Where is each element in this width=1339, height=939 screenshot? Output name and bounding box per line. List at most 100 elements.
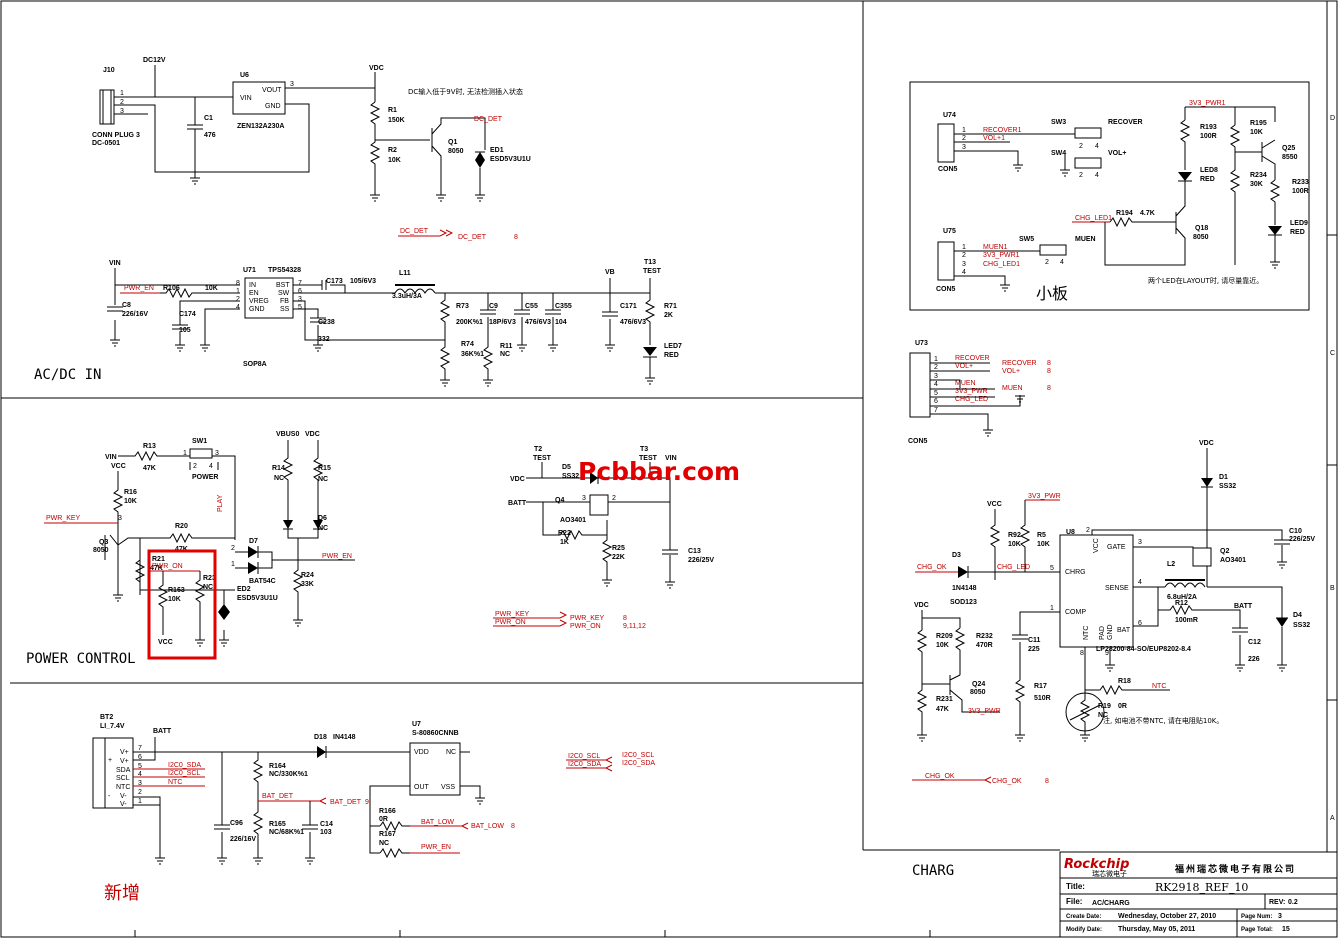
label-charg-chgok3: CHG_OK: [992, 778, 1022, 785]
label-title-block-pagetotal-label: Page Total:: [1241, 927, 1273, 933]
label-small-sw3: SW3: [1051, 119, 1066, 126]
label-acdc-r106v: 10K: [205, 285, 218, 292]
label-charg-c10v: 226/25V: [1289, 536, 1315, 543]
svg-text:3: 3: [934, 373, 938, 380]
label-charg-r18: R18: [1118, 678, 1131, 685]
svg-text:1: 1: [962, 127, 966, 134]
label-bat-batlow2: BAT_LOW: [471, 823, 504, 830]
label-small-v3pwr: 3V3_PWR1: [1189, 100, 1226, 107]
label-charg-q2: Q2: [1220, 548, 1229, 555]
label-acdc-conn: CONN PLUG 3: [92, 132, 140, 139]
label-bat-u7: U7: [412, 721, 421, 728]
svg-text:3: 3: [215, 450, 219, 457]
label-small-r193v: 100R: [1200, 133, 1217, 140]
label-bat-r166: R166: [379, 808, 396, 815]
label-acdc-c173: C173: [326, 278, 343, 285]
svg-text:5: 5: [1050, 565, 1054, 572]
label-power-q3: Q3: [99, 539, 108, 546]
label-power-pg8: 8: [623, 615, 627, 622]
label-acdc-c55v: 476/6V3: [525, 319, 551, 326]
label-charg-ntc: NTC: [1083, 626, 1090, 640]
led-note: 两个LED在LAYOUT时, 请尽量靠近。: [1148, 276, 1263, 285]
label-power-r25: R25: [612, 545, 625, 552]
svg-text:3: 3: [118, 515, 122, 522]
label-acdc-p-bst: BST: [276, 282, 290, 289]
svg-text:2: 2: [193, 463, 197, 470]
label-acdc-t13: T13: [644, 259, 656, 266]
label-small-u74: U74: [943, 112, 956, 119]
label-acdc-c174v: 105: [179, 327, 191, 334]
label-bat-d18: D18: [314, 734, 327, 741]
label-power-pwrkey3: PWR_KEY: [570, 615, 605, 622]
label-acdc-vdc: VDC: [369, 65, 384, 72]
label-small-r233: R233: [1292, 179, 1309, 186]
label-small-con5: CON5: [938, 166, 958, 173]
ntc-note: 注, 如电池不带NTC, 请在电阻贴10K。: [1103, 716, 1223, 725]
label-power-nc: NC: [203, 584, 213, 591]
label-acdc-l11v: 3.3uH/3A: [392, 293, 422, 300]
title-block: Rockchip 瑞芯微电子 福州瑞芯微电子有限公司 Title: RK2918…: [1059, 851, 1338, 938]
label-acdc-r71: R71: [664, 303, 677, 310]
d6-nc: NC: [318, 525, 328, 532]
label-power-r23: R23: [203, 575, 216, 582]
label-bat-batdet: BAT_DET: [262, 793, 294, 800]
label-charg-d3: D3: [952, 552, 961, 559]
label-power-r24v: 33K: [301, 581, 314, 588]
label-title-block-pagenum-label: Page Num:: [1241, 914, 1272, 920]
label-charg-recover2: RECOVER: [1002, 360, 1037, 367]
u73-connector: [909, 352, 931, 418]
svg-text:4: 4: [1095, 143, 1099, 150]
svg-text:8: 8: [236, 280, 240, 287]
label-charg-lp: LP28200-84-SO/EUP8202-8.4: [1096, 646, 1191, 653]
label-small-led9: LED9: [1290, 220, 1308, 227]
label-acdc-c355v: 104: [555, 319, 567, 326]
rockchip-logo: Rockchip: [1064, 857, 1129, 872]
label-bat-c96v: 226/16V: [230, 836, 256, 843]
u74-connector: [937, 123, 955, 163]
label-acdc-p-ss: SS: [280, 306, 290, 313]
svg-text:6: 6: [138, 754, 142, 761]
svg-text:2: 2: [231, 545, 235, 552]
svg-text:3: 3: [962, 144, 966, 151]
label-acdc-test: TEST: [643, 268, 662, 275]
svg-text:3: 3: [962, 261, 966, 268]
label-charg-ss32: SS32: [1219, 483, 1236, 490]
label-charg-r5: R5: [1037, 532, 1046, 539]
label-small-q25: Q25: [1282, 145, 1295, 152]
label-acdc-r2: R2: [388, 147, 397, 154]
svg-text:6: 6: [934, 398, 938, 405]
label-bat-r166v: 0R: [379, 816, 388, 823]
u71-buck-ic: [244, 277, 294, 319]
label-bat-vss: VSS: [441, 784, 455, 791]
label-bat-nc: NC: [446, 749, 456, 756]
svg-text:C: C: [1330, 350, 1335, 357]
svg-text:4: 4: [138, 771, 142, 778]
label-bat-pg8: 8: [511, 823, 515, 830]
label-acdc-c171v: 476/6V3: [620, 319, 646, 326]
label-bat-r165v: NC/68K%1: [269, 829, 304, 836]
label-charg-v3pwr3: 3V3_PWR: [968, 708, 1001, 715]
label-charg-c11v: 225: [1028, 646, 1040, 653]
label-charg-gnd: GND: [1107, 624, 1114, 640]
label-charg-r231v: 47K: [936, 706, 949, 713]
label-acdc-ed1: ED1: [490, 147, 504, 154]
svg-text:3: 3: [582, 495, 586, 502]
label-bat-i2c0sda: I2C0_SDA: [168, 762, 201, 769]
label-charg-pg8c: 8: [1047, 385, 1051, 392]
label-charg-v3pwr2: 3V3_PWR: [1028, 493, 1061, 500]
svg-text:5: 5: [298, 304, 302, 311]
label-charg-r17v: 510R: [1034, 695, 1051, 702]
label-acdc-c238v: 332: [318, 336, 330, 343]
label-charg-muen: MUEN: [955, 380, 976, 387]
label-power-r22v: 1K: [560, 539, 569, 546]
label-bat-vdd: VDD: [414, 749, 429, 756]
label-acdc-c173v: 105/6V3: [350, 278, 376, 285]
label-charg-chrg: CHRG: [1065, 569, 1086, 576]
label-charg-c10: C10: [1289, 528, 1302, 535]
label-power-pwrkey2: PWR_KEY: [495, 611, 530, 618]
svg-text:4: 4: [1138, 579, 1142, 586]
label-acdc-c1v: 476: [204, 132, 216, 139]
label-acdc-r2v: 10K: [388, 157, 401, 164]
label-bat-i2cscl2: I2C0_SCL: [622, 752, 654, 759]
label-power-r21: R21: [152, 556, 165, 563]
